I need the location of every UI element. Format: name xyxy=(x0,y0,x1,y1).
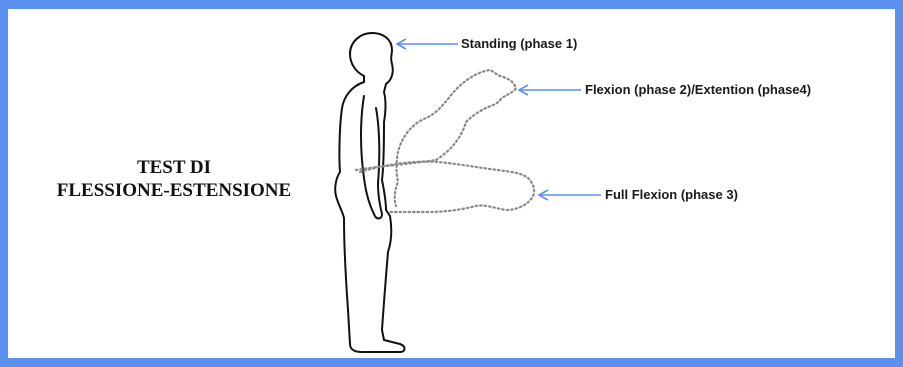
arrow-standing xyxy=(397,39,458,49)
label-standing: Standing (phase 1) xyxy=(461,36,577,52)
arrow-full-flexion xyxy=(539,190,601,200)
label-flexion: Flexion (phase 2)/Extention (phase4) xyxy=(585,82,811,98)
arrow-flexion xyxy=(519,85,581,95)
label-full-flexion: Full Flexion (phase 3) xyxy=(605,187,738,203)
